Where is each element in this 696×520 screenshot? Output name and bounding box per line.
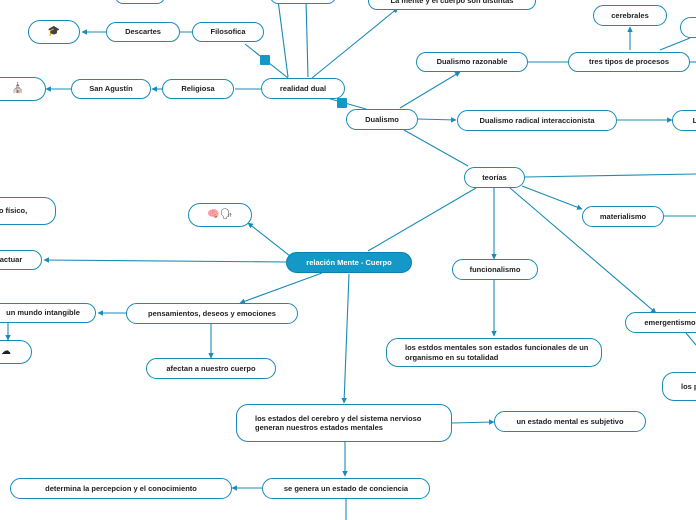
edge-realidad-up2 <box>305 0 309 78</box>
node-los-pro-partial[interactable]: los pro <box>662 372 696 401</box>
node-san-agustin-icon[interactable]: ⛪ <box>0 77 46 101</box>
node-estados-cerebro[interactable]: los estados del cerebro y del sistema ne… <box>236 404 452 442</box>
graduation-cap-icon: 🎓 <box>47 25 61 37</box>
node-descartes-icon[interactable]: 🎓 <box>28 20 80 44</box>
node-brain-icon[interactable]: 🧠🗣 <box>188 203 252 227</box>
edge-estados-subjetivo <box>451 419 495 425</box>
edge-teorias-emergentismo <box>509 187 657 314</box>
node-top-left-partial[interactable] <box>115 0 165 4</box>
edge-relacion-teorias <box>367 187 477 252</box>
node-materialismo[interactable]: materialismo <box>582 206 664 227</box>
edge-relacion-brain <box>247 222 291 257</box>
node-dualismo[interactable]: Dualismo <box>346 109 418 130</box>
node-top-mid-partial[interactable] <box>270 0 336 4</box>
node-dualismo-radical[interactable]: Dualismo radical interaccionista <box>457 110 617 131</box>
node-religiosa[interactable]: Religiosa <box>162 79 234 99</box>
node-filosofica[interactable]: Filosofica <box>192 22 264 42</box>
node-dualismo-razonable[interactable]: Dualismo razonable <box>416 52 528 72</box>
node-tres-tipos[interactable]: tres tipos de procesos <box>568 52 690 72</box>
cloud-icon: ☁ <box>1 345 11 357</box>
node-san-agustin[interactable]: San Agustín <box>71 79 151 99</box>
node-realidad-dual[interactable]: realidad dual <box>261 78 345 99</box>
node-t-partial[interactable]: t <box>680 17 696 38</box>
node-fisico-partial[interactable]: o físico, <box>0 197 56 225</box>
node-funcionalismo[interactable]: funcionalismo <box>452 259 538 280</box>
node-cloud-icon[interactable]: ☁ <box>0 340 32 364</box>
node-subjetivo[interactable]: un estado mental es subjetivo <box>494 411 646 432</box>
node-estados-funcionales[interactable]: los estdos mentales son estados funciona… <box>386 338 602 367</box>
edge-dualismo-teorias <box>403 129 469 167</box>
edge-teorias-right <box>524 173 696 178</box>
node-relacion-mente-cuerpo[interactable]: relación Mente - Cuerpo <box>286 252 412 273</box>
node-pensamientos[interactable]: pensamientos, deseos y emociones <box>126 303 298 324</box>
edge-relacion-actuar <box>43 257 287 263</box>
brain-icon: 🧠🗣 <box>207 208 233 220</box>
node-la-mente-distintas[interactable]: La mente y el cuerpo son distintas <box>368 0 536 10</box>
node-teorias[interactable]: teorías <box>464 167 525 188</box>
edge-relacion-estados <box>341 273 350 404</box>
edge-relacion-pensamientos <box>239 272 323 304</box>
edge-dualismo-razonable <box>399 71 461 109</box>
node-actuar-partial[interactable]: actuar <box>0 250 42 270</box>
edge-realidad-mente <box>311 7 399 79</box>
node-conciencia[interactable]: se genera un estado de conciencia <box>262 478 430 499</box>
edge-teorias-materialismo <box>521 185 583 210</box>
node-emergentismo[interactable]: emergentismo <box>625 312 696 333</box>
node-la-partial[interactable]: La <box>672 110 696 131</box>
edge-tres-t <box>659 37 691 51</box>
edge-dualismo-radical <box>417 117 457 123</box>
collapse-handle-filosofica[interactable] <box>260 55 270 65</box>
node-descartes[interactable]: Descartes <box>106 22 180 42</box>
edge-realidad-up <box>277 0 289 78</box>
node-mundo-intangible[interactable]: un mundo intangible <box>0 303 96 323</box>
edge-emergentismo-down <box>685 332 696 346</box>
node-determina[interactable]: determina la percepcion y el conocimient… <box>10 478 232 499</box>
collapse-handle-dualismo[interactable] <box>337 98 347 108</box>
church-icon: ⛪ <box>11 82 25 94</box>
node-cerebrales[interactable]: cerebrales <box>593 5 667 26</box>
node-afectan[interactable]: afectan a nuestro cuerpo <box>146 358 276 379</box>
